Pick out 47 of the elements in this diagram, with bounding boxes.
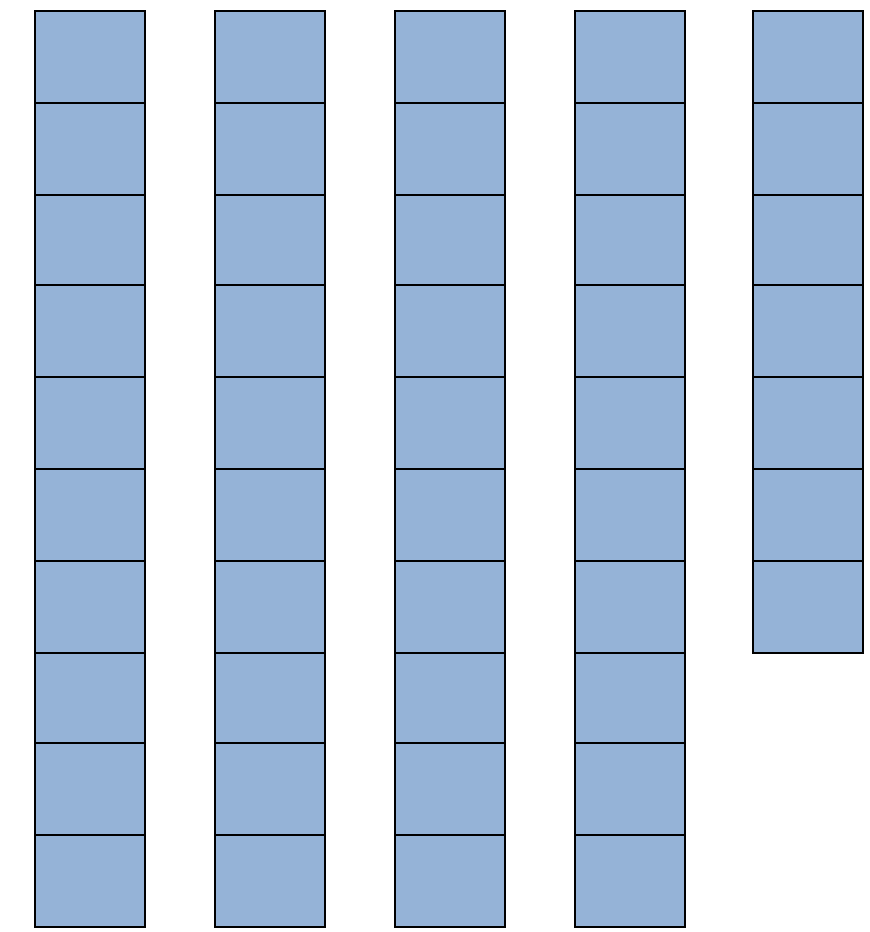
square-block [752, 101, 864, 196]
square-block [752, 193, 864, 287]
square-block [574, 742, 686, 837]
square-block [574, 101, 686, 196]
square-block [34, 468, 146, 562]
square-block [214, 101, 326, 196]
square-block [574, 651, 686, 745]
square-block [34, 10, 146, 104]
square-block [214, 10, 326, 104]
square-block [214, 468, 326, 562]
square-block [34, 101, 146, 196]
square-block [34, 742, 146, 837]
square-block [214, 284, 326, 379]
square-block [574, 559, 686, 654]
square-block [394, 284, 506, 379]
square-block [34, 559, 146, 654]
square-block [752, 468, 864, 562]
square-block [394, 468, 506, 562]
square-block [752, 376, 864, 470]
square-block [574, 193, 686, 287]
square-block [34, 193, 146, 287]
square-block [394, 651, 506, 745]
square-block [394, 10, 506, 104]
square-block [752, 10, 864, 104]
square-block [752, 284, 864, 379]
square-block [394, 559, 506, 654]
square-block [574, 834, 686, 928]
square-block [574, 376, 686, 470]
square-block [214, 193, 326, 287]
square-block [574, 468, 686, 562]
square-block [752, 559, 864, 654]
square-block [34, 376, 146, 470]
square-block [214, 834, 326, 928]
square-block [574, 10, 686, 104]
square-block [394, 742, 506, 837]
square-block [34, 284, 146, 379]
square-block [394, 101, 506, 196]
square-block [394, 834, 506, 928]
square-block [214, 559, 326, 654]
square-block [34, 651, 146, 745]
square-block [34, 834, 146, 928]
square-block [574, 284, 686, 379]
square-block [394, 376, 506, 470]
square-block [394, 193, 506, 287]
square-block [214, 651, 326, 745]
square-block [214, 742, 326, 837]
square-block [214, 376, 326, 470]
